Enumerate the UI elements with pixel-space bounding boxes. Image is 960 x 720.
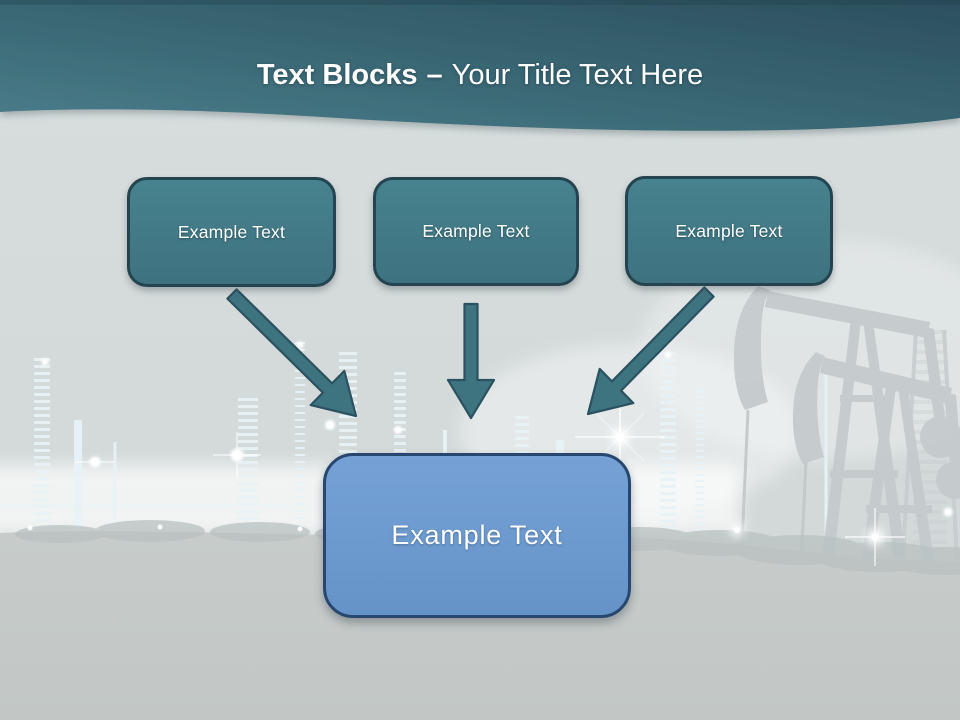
title-bold-text: Text Blocks [256, 59, 418, 91]
result-block-label: Example Text [391, 520, 563, 550]
ground [0, 531, 960, 720]
result-block: Example Text [323, 453, 631, 618]
text-block-2-label: Example Text [422, 221, 530, 241]
text-block-1: Example Text [127, 177, 336, 287]
text-block-3: Example Text [625, 176, 833, 286]
text-block-3-label: Example Text [675, 220, 783, 241]
slide-title: Text Blocks–Your Title Text Here [0, 55, 960, 95]
text-block-1-label: Example Text [177, 221, 286, 242]
title-separator: – [426, 59, 443, 91]
text-block-2: Example Text [373, 177, 579, 286]
title-regular-text: Your Title Text Here [451, 59, 704, 91]
header-wave [0, 0, 960, 131]
header-wave-shape [0, 0, 960, 131]
